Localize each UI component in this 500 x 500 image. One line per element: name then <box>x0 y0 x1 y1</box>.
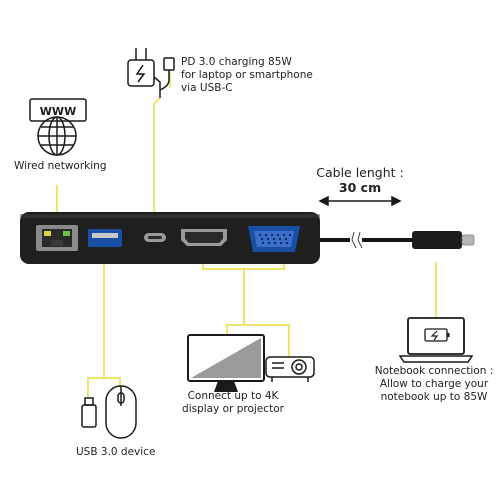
line-usb <box>87 258 121 398</box>
vga-port <box>248 226 300 252</box>
usb-a-port <box>88 229 122 247</box>
display-label: Connect up to 4K display or projector <box>178 390 288 416</box>
ethernet-port <box>36 225 78 251</box>
notebook-line-1: Notebook connection : <box>374 365 494 377</box>
double-arrow-icon <box>318 195 402 207</box>
cable-title: Cable lenght : <box>316 165 404 180</box>
charging-line-1: PD 3.0 charging 85W <box>181 56 292 68</box>
monitor-icon <box>187 334 265 392</box>
network-label: Wired networking <box>14 160 107 173</box>
charging-label: PD 3.0 charging 85W for laptop or smartp… <box>181 56 313 95</box>
line-display <box>202 253 290 357</box>
cable-label: Cable lenght : 30 cm <box>308 165 412 195</box>
usb-c-cable <box>312 231 475 249</box>
charging-line-2: for laptop or smartphone <box>181 69 313 81</box>
notebook-label: Notebook connection : Allow to charge yo… <box>370 365 498 404</box>
cable-length: 30 cm <box>338 180 382 195</box>
laptop-battery-icon <box>398 317 474 363</box>
projector-icon <box>265 356 315 382</box>
display-line-1: Connect up to 4K <box>187 390 279 402</box>
notebook-line-3: notebook up to 85W <box>380 391 488 403</box>
charging-line-3: via USB-C <box>181 82 233 94</box>
usb-c-port <box>144 233 166 242</box>
display-line-2: display or projector <box>182 403 284 415</box>
plug-icon <box>127 48 175 98</box>
hub-device <box>20 212 320 264</box>
usb-label-text: USB 3.0 device <box>76 446 156 458</box>
line-charging <box>153 72 171 226</box>
hdmi-port <box>181 229 227 246</box>
globe-icon <box>29 98 87 156</box>
network-label-text: Wired networking <box>14 160 107 172</box>
globe-www-text: WWW <box>40 105 76 118</box>
usb-label: USB 3.0 device <box>76 446 155 459</box>
mouse-icon <box>105 385 137 439</box>
usb-stick-icon <box>81 397 97 428</box>
notebook-line-2: Allow to charge your <box>379 378 489 390</box>
